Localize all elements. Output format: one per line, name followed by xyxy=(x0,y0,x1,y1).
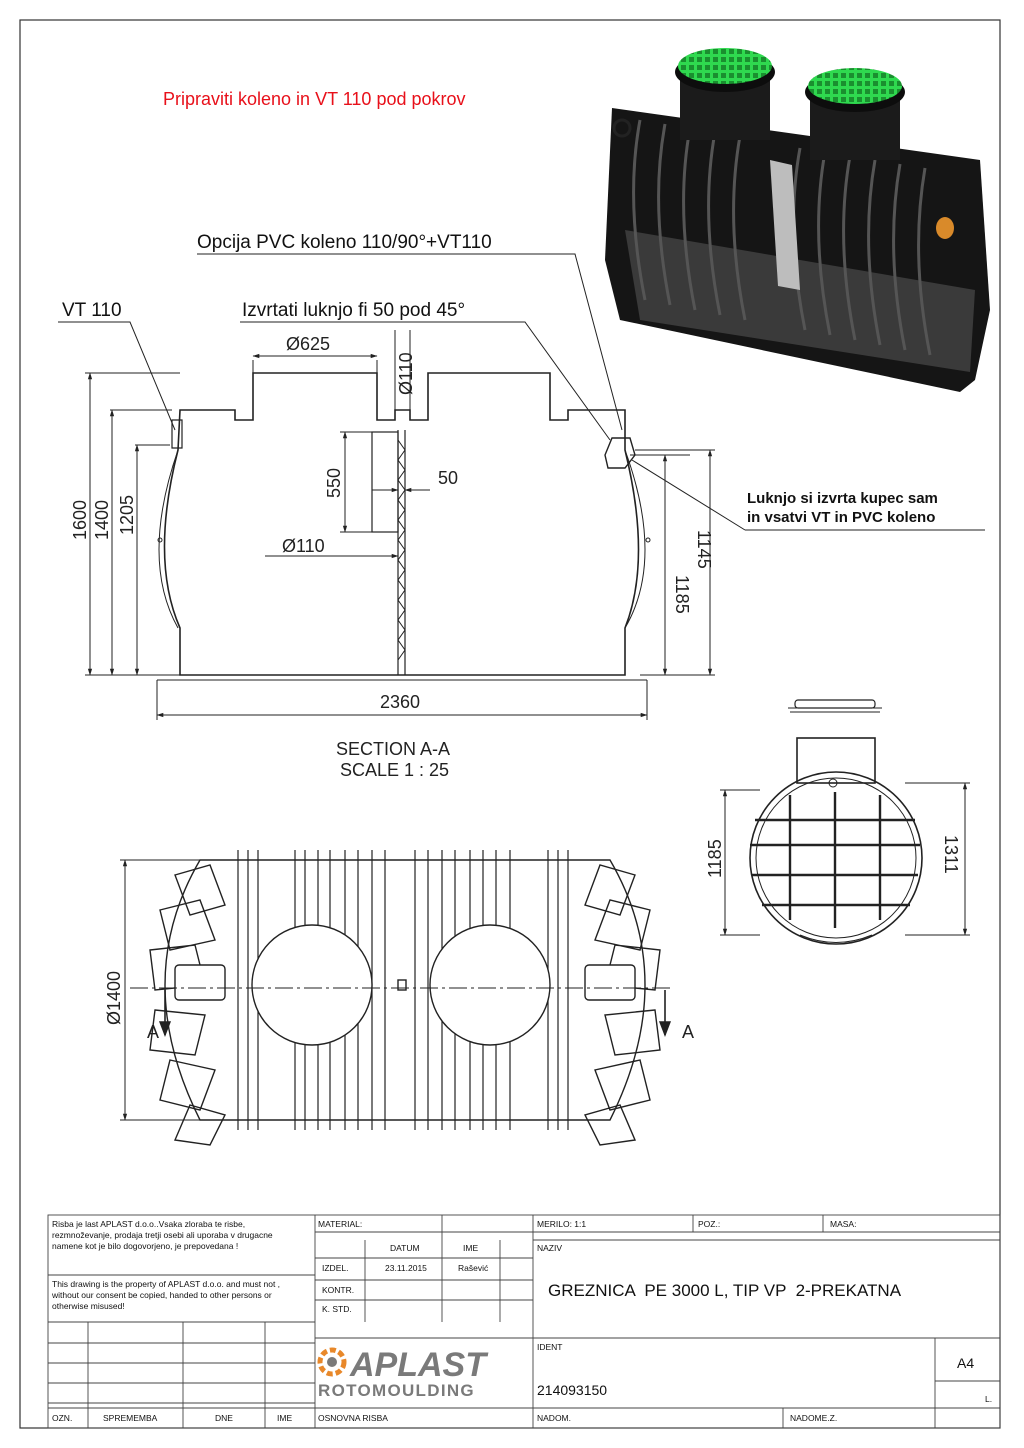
tank-3d-illustration xyxy=(605,48,990,392)
drawing-title: GREZNICA PE 3000 L, TIP VP 2-PREKATNA xyxy=(548,1281,902,1300)
logo-main-text: APLAST xyxy=(349,1346,489,1384)
plan-dim-1400: Ø1400 xyxy=(104,971,124,1025)
end-dim-1185: 1185 xyxy=(705,839,725,878)
dim-1600: 1600 xyxy=(70,500,90,540)
dne-label: DNE xyxy=(215,1413,233,1423)
nadomez-label: NADOME.Z. xyxy=(790,1413,838,1423)
author-value: Rašević xyxy=(458,1263,489,1273)
section-title: SECTION A-A xyxy=(336,739,450,759)
masa-label: MASA: xyxy=(830,1219,857,1229)
sprememba-label: SPREMEMBA xyxy=(103,1413,158,1423)
ozn-label: OZN. xyxy=(52,1413,73,1423)
note-customer-2: in vsatvi VT in PVC koleno xyxy=(747,509,935,526)
dim-1145: 1145 xyxy=(694,530,714,569)
title-block-grid xyxy=(47,1214,1001,1429)
ime-label: IME xyxy=(277,1413,293,1423)
ident-value: 214093150 xyxy=(537,1382,608,1398)
kstd-label: K. STD. xyxy=(322,1304,352,1314)
dim-d110-top: Ø110 xyxy=(396,352,416,395)
merilo-label: MERILO: 1:1 xyxy=(537,1219,587,1229)
plan-view-drawing xyxy=(120,850,672,1146)
osnovna-label: OSNOVNA RISBA xyxy=(318,1413,388,1423)
dim-1400: 1400 xyxy=(92,500,112,540)
red-note: Pripraviti koleno in VT 110 pod pokrov xyxy=(163,89,466,109)
dim-550: 550 xyxy=(324,468,344,498)
section-a-a-drawing xyxy=(157,372,651,681)
plan-section-a-right: A xyxy=(682,1022,694,1042)
dim-50: 50 xyxy=(438,468,458,488)
note-vt110: VT 110 xyxy=(62,300,122,321)
ime-header-label: IME xyxy=(463,1243,479,1253)
end-dim-1311: 1311 xyxy=(941,835,961,874)
dim-d625: Ø625 xyxy=(286,334,330,354)
kontr-label: KONTR. xyxy=(322,1285,355,1295)
dim-1205: 1205 xyxy=(117,495,137,535)
ident-label: IDENT xyxy=(537,1342,563,1352)
property-notice-en: This drawing is the property of APLAST d… xyxy=(52,1279,281,1311)
note-drill-hole: Izvrtati luknjo fi 50 pod 45° xyxy=(242,300,465,321)
section-scale: SCALE 1 : 25 xyxy=(340,760,449,780)
nadom-label: NADOM. xyxy=(537,1413,571,1423)
aplast-logo: APLAST ROTOMOULDING xyxy=(317,1346,489,1400)
izdel-label: IZDEL. xyxy=(322,1263,349,1273)
note-pvc-option: Opcija PVC koleno 110/90°+VT110 xyxy=(197,232,492,253)
date-value: 23.11.2015 xyxy=(385,1263,427,1273)
plan-section-a-left: A xyxy=(147,1022,159,1042)
sheet-label: L. xyxy=(985,1394,993,1404)
poz-label: POZ.: xyxy=(698,1219,721,1229)
logo-sub-text: ROTOMOULDING xyxy=(318,1381,475,1400)
end-view-drawing xyxy=(720,699,970,945)
note-customer-1: Luknjo si izvrta kupec sam xyxy=(747,490,938,507)
format-value: A4 xyxy=(957,1355,975,1371)
datum-label: DATUM xyxy=(390,1243,420,1253)
dim-2360: 2360 xyxy=(380,692,420,712)
property-notice-si: Risba je last APLAST d.o.o..Vsaka zlorab… xyxy=(52,1219,273,1251)
dim-d110-mid: Ø110 xyxy=(282,536,325,556)
naziv-label: NAZIV xyxy=(537,1243,563,1253)
material-label: MATERIAL: xyxy=(318,1219,363,1229)
dim-1185: 1185 xyxy=(672,575,692,614)
